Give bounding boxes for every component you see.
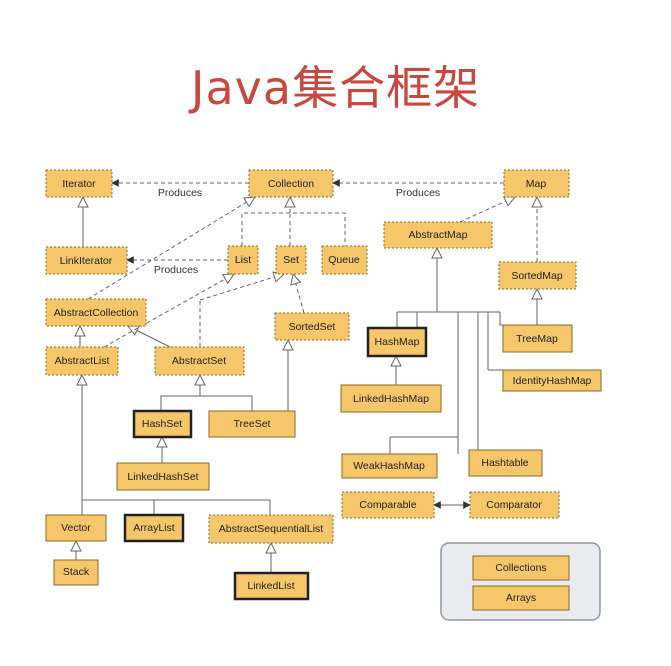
svg-text:SortedSet: SortedSet [289, 321, 336, 333]
node-comparable[interactable]: Comparable [341, 491, 435, 519]
svg-text:Map: Map [526, 178, 547, 190]
svg-text:Vector: Vector [61, 522, 91, 534]
edge-abstractset-abstractcollection [128, 326, 171, 348]
edge-maps-abstractmap [396, 248, 508, 454]
svg-text:LinkIterator: LinkIterator [60, 255, 113, 267]
svg-text:LinkedList: LinkedList [247, 580, 294, 592]
node-sortedmap[interactable]: SortedMap [498, 261, 577, 290]
svg-text:Comparable: Comparable [359, 499, 416, 511]
node-linkedlist[interactable]: LinkedList [233, 571, 310, 601]
svg-text:LinkedHashMap: LinkedHashMap [353, 393, 429, 405]
node-map[interactable]: Map [503, 169, 570, 198]
node-treeset[interactable]: TreeSet [208, 410, 296, 438]
svg-text:WeakHashMap: WeakHashMap [353, 460, 425, 472]
node-hashmap[interactable]: HashMap [366, 326, 428, 358]
node-abstractmap[interactable]: AbstractMap [383, 221, 493, 249]
node-hashset[interactable]: HashSet [132, 409, 193, 439]
node-comparator[interactable]: Comparator [469, 491, 560, 519]
svg-text:AbstractCollection: AbstractCollection [54, 307, 139, 319]
node-listiterator[interactable]: LinkIterator [45, 246, 128, 275]
node-treemap[interactable]: TreeMap [502, 324, 573, 353]
node-identityhashmap[interactable]: IdentityHashMap [502, 369, 602, 392]
node-vector[interactable]: Vector [45, 514, 107, 542]
node-abstractsequentiallist[interactable]: AbstractSequentialList [208, 514, 334, 544]
node-arrays[interactable]: Arrays [472, 585, 570, 611]
node-abstractcollection[interactable]: AbstractCollection [45, 298, 147, 327]
svg-text:Collections: Collections [495, 562, 546, 574]
edge-sortedset-set [293, 274, 305, 314]
node-linkedhashset[interactable]: LinkedHashSet [116, 462, 210, 491]
svg-text:Arrays: Arrays [506, 592, 536, 604]
svg-text:LinkedHashSet: LinkedHashSet [127, 471, 198, 483]
node-set[interactable]: Set [275, 245, 307, 275]
node-collection[interactable]: Collection [248, 169, 334, 198]
diagram-edges [76, 183, 537, 573]
svg-text:AbstractSet: AbstractSet [172, 355, 226, 367]
svg-text:AbstractMap: AbstractMap [409, 229, 468, 241]
node-arraylist[interactable]: ArrayList [123, 513, 185, 543]
node-sortedset[interactable]: SortedSet [274, 312, 350, 341]
svg-text:TreeMap: TreeMap [516, 333, 558, 345]
edge-abstractcollection-collection [87, 197, 255, 300]
svg-text:AbstractList: AbstractList [55, 355, 110, 367]
edge-subinterfaces-collection [241, 197, 346, 246]
node-abstractlist[interactable]: AbstractList [45, 346, 119, 376]
svg-text:Iterator: Iterator [62, 178, 96, 190]
node-stack[interactable]: Stack [53, 559, 99, 586]
svg-text:HashMap: HashMap [375, 336, 420, 348]
svg-text:Set: Set [283, 254, 299, 266]
node-collections[interactable]: Collections [472, 555, 570, 581]
svg-text:Comparator: Comparator [486, 499, 542, 511]
svg-text:Queue: Queue [328, 254, 360, 266]
svg-text:HashSet: HashSet [142, 418, 182, 430]
edge-weakhashmap-connector [389, 436, 458, 454]
node-weakhashmap[interactable]: WeakHashMap [341, 453, 438, 479]
node-iterator[interactable]: Iterator [45, 169, 113, 198]
svg-text:AbstractSequentialList: AbstractSequentialList [219, 523, 324, 535]
edge-abstractset-set-2 [199, 274, 284, 301]
edge-abstractmap-map [459, 197, 515, 223]
page-title: Java集合框架 [190, 61, 481, 115]
produces-label-list: Produces [154, 264, 198, 276]
svg-text:SortedMap: SortedMap [511, 270, 563, 282]
node-queue[interactable]: Queue [321, 245, 368, 275]
svg-text:Collection: Collection [268, 178, 314, 190]
node-hashtable[interactable]: Hashtable [468, 449, 543, 477]
svg-text:Stack: Stack [63, 566, 90, 578]
svg-text:Hashtable: Hashtable [481, 457, 528, 469]
edge-abstractlist-list [103, 274, 234, 348]
node-list[interactable]: List [227, 245, 259, 275]
edge-lists-abstractlist [81, 375, 271, 515]
svg-text:List: List [235, 254, 251, 266]
produces-label-map: Produces [396, 187, 440, 199]
svg-text:ArrayList: ArrayList [133, 522, 175, 534]
node-linkedhashmap[interactable]: LinkedHashMap [340, 384, 442, 413]
node-abstractset[interactable]: AbstractSet [154, 346, 245, 376]
svg-text:TreeSet: TreeSet [234, 418, 271, 430]
svg-text:IdentityHashMap: IdentityHashMap [513, 375, 592, 387]
produces-label-iterator: Produces [158, 187, 202, 199]
edge-sets-abstractset [160, 375, 253, 414]
